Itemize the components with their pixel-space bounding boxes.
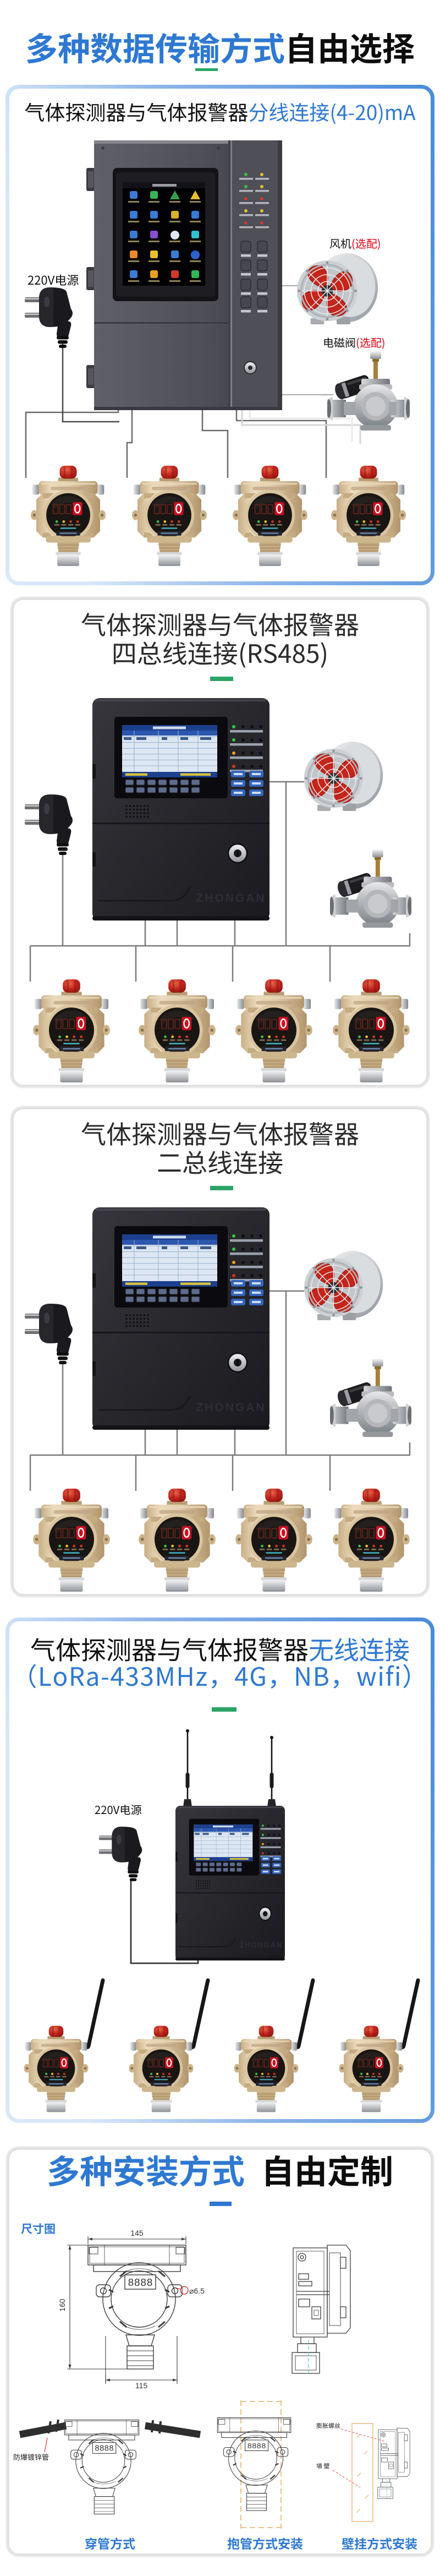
svg-text:115: 115 [135,2381,148,2390]
svg-text:⌀6.5: ⌀6.5 [189,2286,205,2295]
svg-text:160: 160 [58,2299,67,2312]
svg-text:145: 145 [130,2229,144,2237]
